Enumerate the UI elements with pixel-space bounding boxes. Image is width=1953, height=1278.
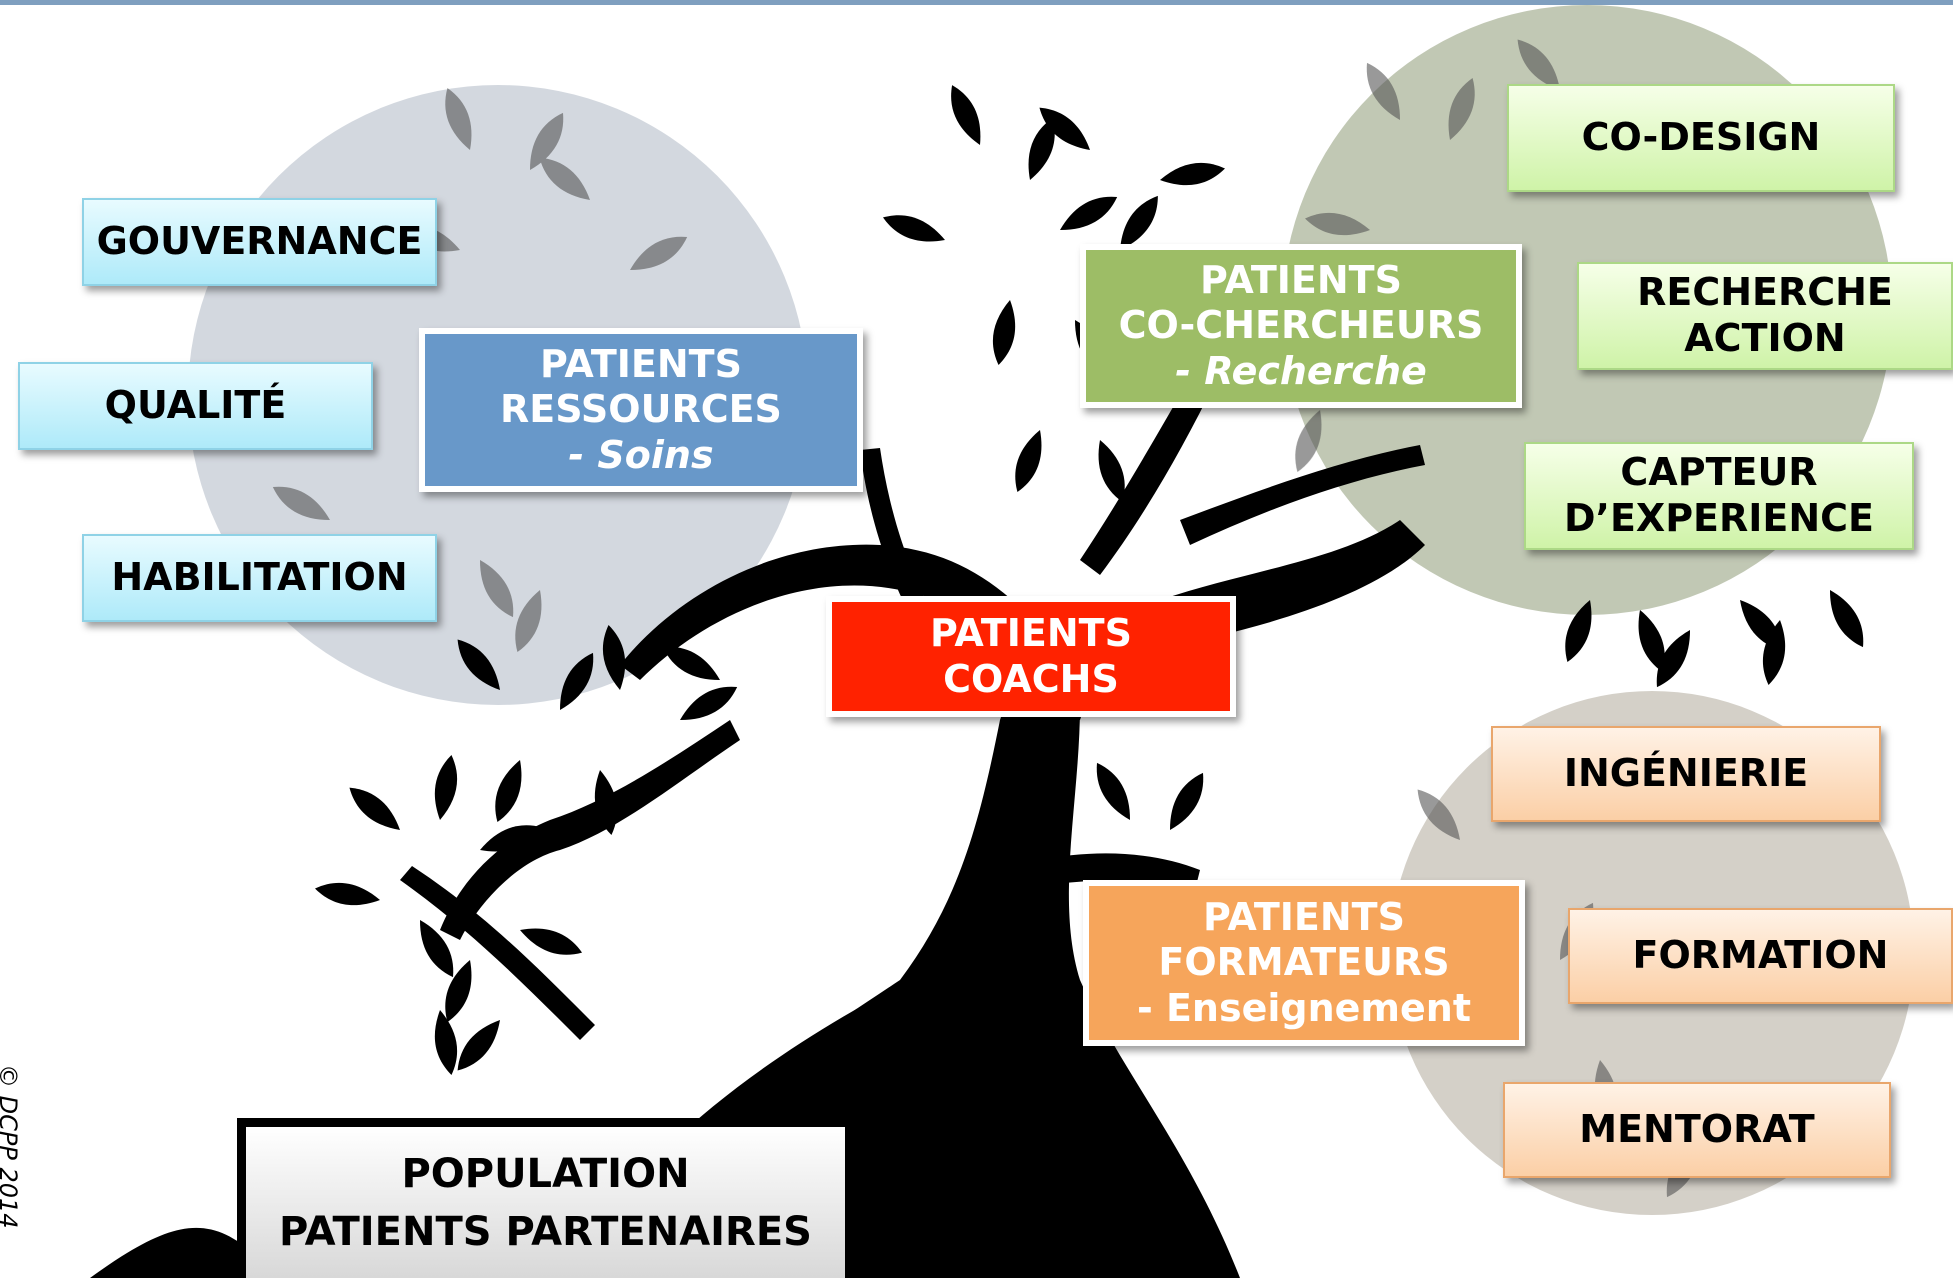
co-design-box: CO-DESIGN (1507, 84, 1895, 192)
formateurs-subtitle: - Enseignement (1136, 985, 1472, 1030)
population-inner: POPULATION PATIENTS PARTENAIRES (246, 1127, 845, 1278)
ressources-subtitle: - Soins (568, 432, 714, 477)
recherche-action-box: RECHERCHE ACTION (1577, 262, 1953, 370)
capteur-experience-box: CAPTEUR D’EXPERIENCE (1524, 442, 1914, 550)
formation-label: FORMATION (1632, 933, 1889, 978)
coachs-line1: PATIENTS (930, 610, 1132, 655)
co-design-label: CO-DESIGN (1581, 115, 1821, 160)
patients-coachs-box: PATIENTS COACHS (826, 596, 1236, 717)
copyright-notice: © DCPP 2014 (0, 1064, 22, 1229)
coachs-line2: COACHS (943, 656, 1119, 701)
recherche-label: RECHERCHE (1637, 270, 1893, 315)
ressources-line1: PATIENTS (540, 341, 742, 386)
top-border-line (0, 0, 1953, 5)
chercheurs-subtitle: - Recherche (1175, 348, 1427, 393)
chercheurs-line1: PATIENTS (1200, 257, 1402, 302)
patients-ressources-box: PATIENTS RESSOURCES - Soins (419, 328, 863, 492)
ingenierie-label: INGÉNIERIE (1563, 751, 1809, 796)
ressources-line2: RESSOURCES (500, 387, 782, 432)
habilitation-label: HABILITATION (111, 555, 408, 600)
action-label: ACTION (1684, 316, 1846, 360)
mentorat-box: MENTORAT (1503, 1082, 1891, 1178)
population-line2: PATIENTS PARTENAIRES (279, 1208, 812, 1255)
chercheurs-line2: CO-CHERCHEURS (1118, 303, 1484, 348)
governance-box: GOUVERNANCE (82, 198, 437, 286)
capteur-label: CAPTEUR (1620, 450, 1818, 495)
quality-label: QUALITÉ (104, 383, 287, 428)
population-box: POPULATION PATIENTS PARTENAIRES (237, 1118, 854, 1278)
formateurs-line1: PATIENTS (1203, 894, 1405, 939)
tree-leaves (315, 85, 1864, 1075)
experience-label: D’EXPERIENCE (1563, 496, 1875, 540)
patients-formateurs-box: PATIENTS FORMATEURS - Enseignement (1083, 880, 1525, 1046)
formation-box: FORMATION (1568, 908, 1953, 1004)
governance-label: GOUVERNANCE (96, 219, 423, 264)
ingenierie-box: INGÉNIERIE (1491, 726, 1881, 822)
formateurs-line2: FORMATEURS (1158, 940, 1450, 985)
mentorat-label: MENTORAT (1579, 1107, 1815, 1152)
population-line1: POPULATION (401, 1150, 690, 1197)
patients-co-chercheurs-box: PATIENTS CO-CHERCHEURS - Recherche (1080, 244, 1522, 408)
quality-box: QUALITÉ (18, 362, 373, 450)
habilitation-box: HABILITATION (82, 534, 437, 622)
